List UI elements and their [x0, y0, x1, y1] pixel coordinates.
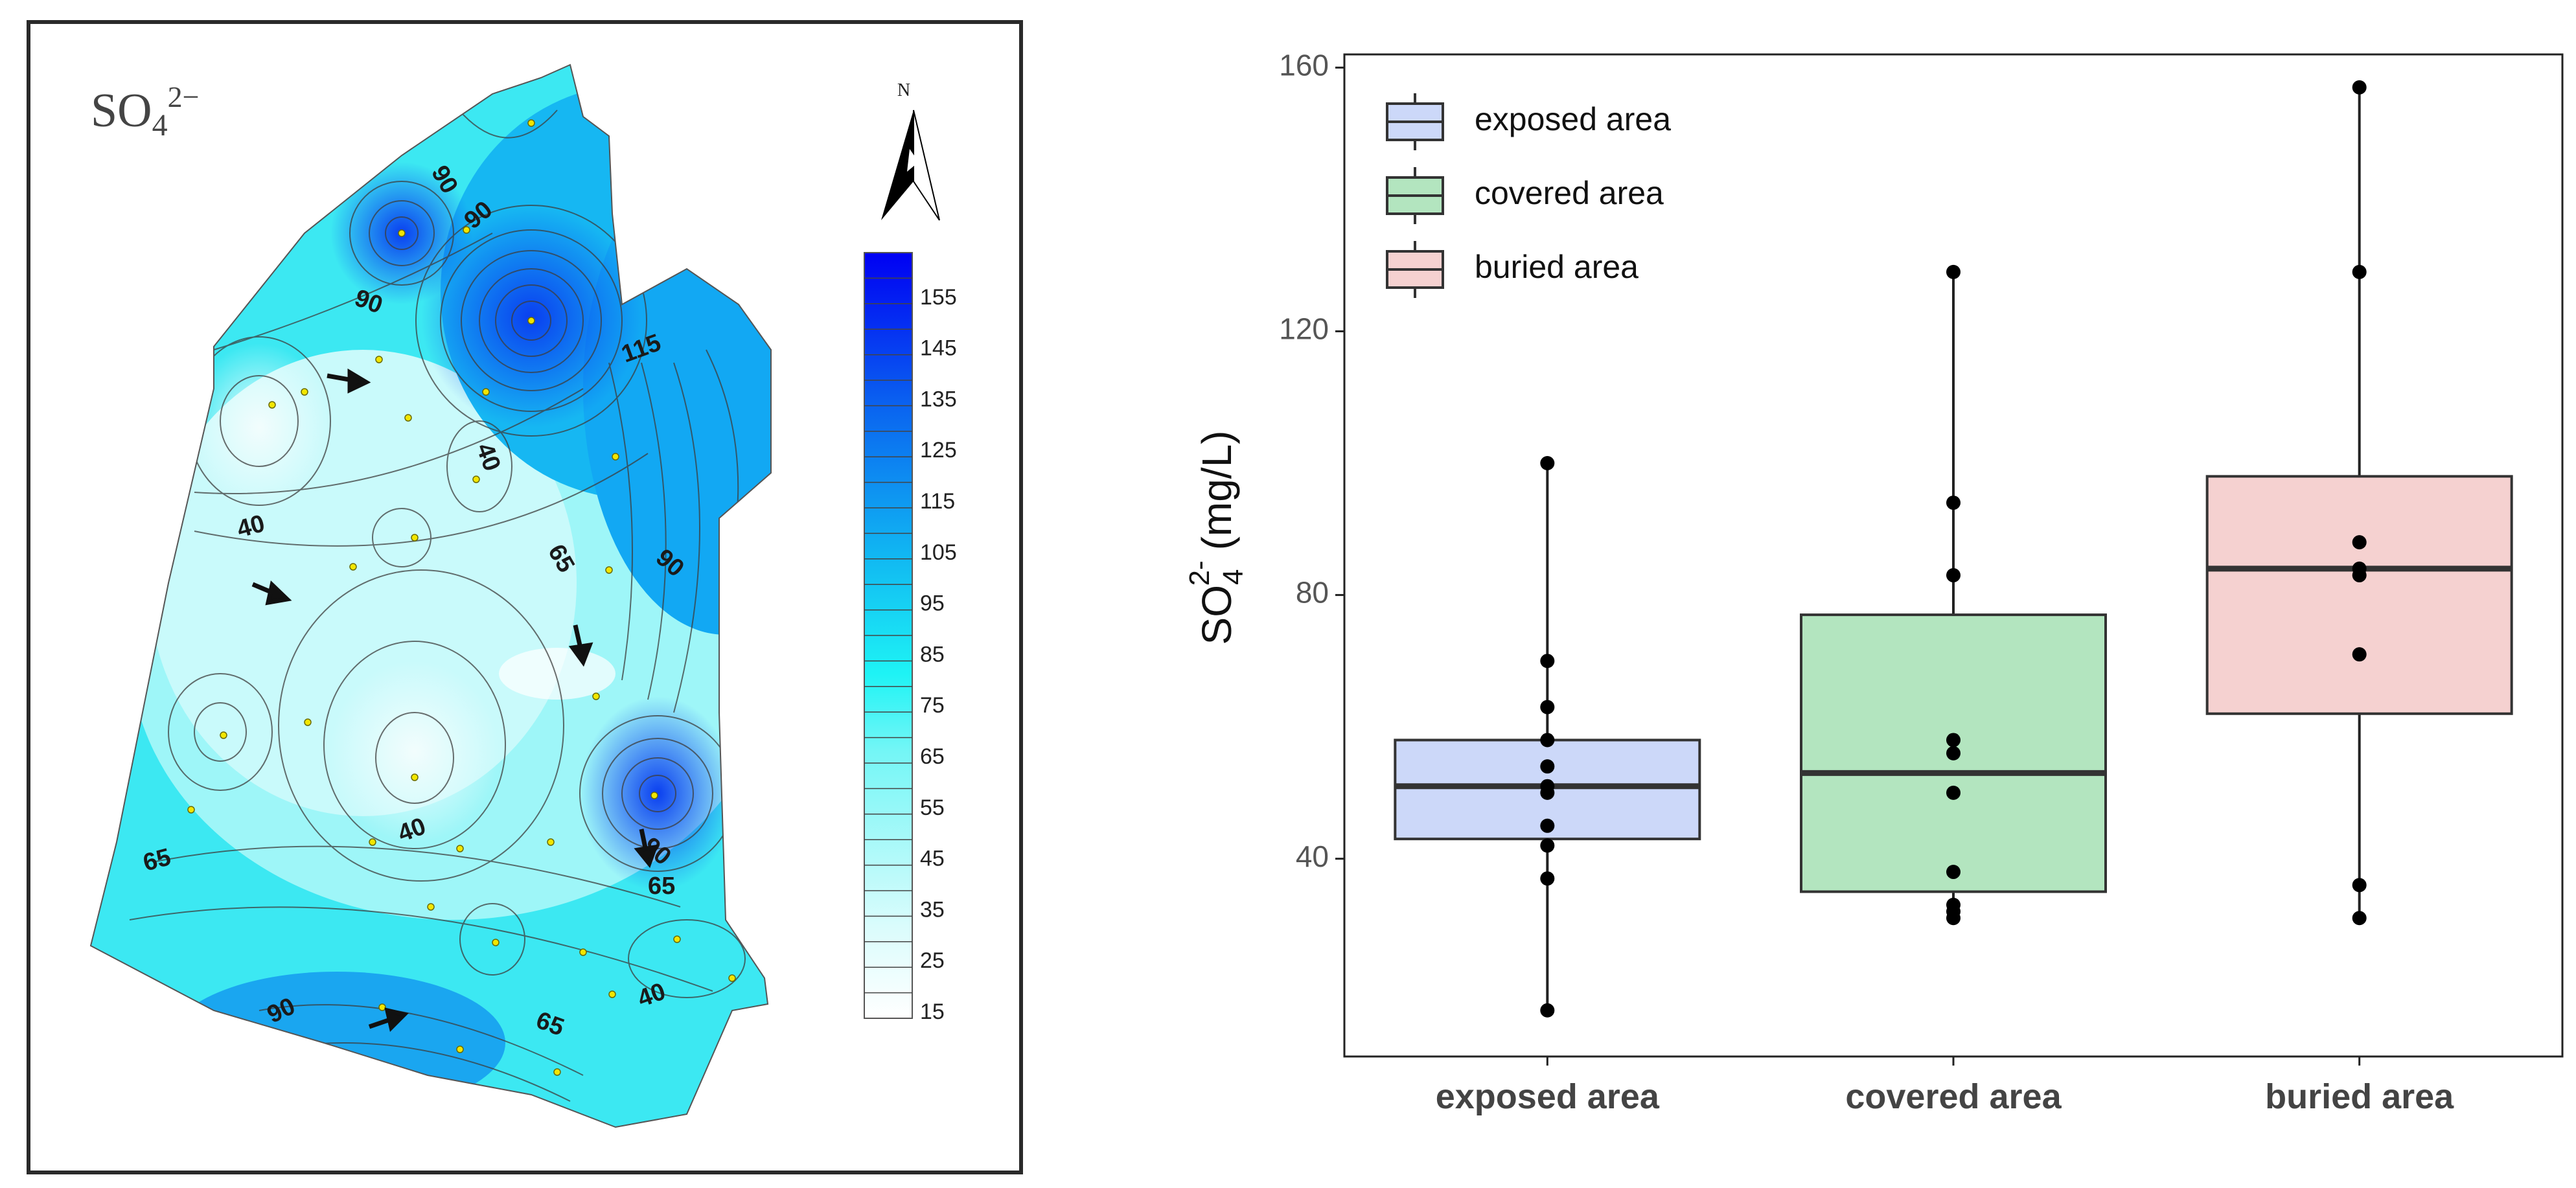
data-point [1540, 818, 1555, 833]
svg-text:SO42-(mg/L): SO42-(mg/L) [1184, 431, 1249, 645]
legend-label: covered area [1475, 175, 1664, 211]
contour-map-panel: SO42− [0, 0, 1037, 1185]
box-buried-area [2205, 80, 2513, 926]
colorbar-tick-label: 105 [920, 540, 957, 565]
north-label: N [897, 80, 910, 100]
data-point [1946, 785, 1961, 800]
y-tick-label: 40 [1296, 840, 1329, 873]
data-point [2352, 647, 2367, 662]
y-tick-label: 160 [1279, 49, 1329, 82]
y-tick-label: 80 [1296, 576, 1329, 610]
data-point [1540, 456, 1555, 471]
colorbar-tick-label: 15 [920, 1000, 945, 1024]
map-title: SO42− [91, 80, 200, 143]
data-point [1946, 568, 1961, 583]
data-point [1946, 865, 1961, 880]
colorbar-tick-label: 85 [920, 642, 945, 667]
legend-item: exposed area [1386, 93, 1671, 150]
x-tick-label: exposed area [1436, 1077, 1660, 1116]
data-point [1946, 496, 1961, 510]
legend: exposed area covered area buried area [1386, 93, 1671, 298]
contour-label: 65 [648, 873, 675, 900]
colorbar-tick-label: 115 [920, 489, 955, 514]
colorbar-tick-label: 95 [920, 591, 945, 616]
colorbar-tick-label: 55 [920, 795, 945, 820]
data-point [2352, 535, 2367, 550]
colorbar-tick-label: 35 [920, 897, 945, 922]
data-point [1540, 759, 1555, 774]
colorbar-tick-label: 155 [920, 285, 957, 310]
legend-label: buried area [1475, 249, 1639, 285]
data-point [2352, 561, 2367, 576]
y-axis-label: SO42-(mg/L) [1184, 431, 1249, 645]
map-outline [89, 63, 772, 1128]
y-axis: 40 80 120 160 [1279, 49, 1344, 873]
colorbar-tick-label: 125 [920, 438, 957, 463]
data-point [1946, 897, 1961, 912]
contour-map: SO42− [27, 20, 1023, 1174]
colorbar-tick-label: 45 [920, 847, 945, 871]
data-point [1540, 871, 1555, 886]
flow-arrows [251, 368, 659, 1032]
boxplot-panel: SO42-(mg/L) 40 80 120 160 exposed area cover… [1037, 0, 2576, 1185]
box-body [2205, 475, 2513, 715]
data-point [1540, 700, 1555, 714]
data-point [2352, 878, 2367, 893]
legend-label: exposed area [1475, 101, 1671, 137]
data-point [1946, 264, 1961, 279]
box-series [1394, 80, 2513, 1018]
data-point [1540, 733, 1555, 748]
colorbar: 155 145 135 125 115 105 95 85 75 65 55 45 35 25 15 [864, 252, 957, 1024]
boxplot-chart: SO42-(mg/L) 40 80 120 160 exposed area cover… [1184, 49, 2564, 1116]
box-exposed-area [1394, 456, 1701, 1018]
data-point [1540, 838, 1555, 853]
data-point [2352, 264, 2367, 279]
colorbar-tick-label: 25 [920, 948, 945, 973]
data-point [1946, 746, 1961, 760]
legend-item: covered area [1386, 167, 1664, 224]
data-point [1540, 654, 1555, 668]
x-axis: exposed area covered area buried area [1436, 1057, 2454, 1116]
data-point [2352, 80, 2367, 95]
data-point [2352, 911, 2367, 926]
data-point [1540, 1003, 1555, 1018]
sample-points [187, 119, 736, 1076]
box-covered-area [1800, 264, 2107, 926]
y-tick-label: 120 [1279, 312, 1329, 346]
colorbar-tick-label: 145 [920, 336, 957, 361]
north-arrow-icon: N [881, 80, 940, 221]
data-point [1540, 779, 1555, 794]
colorbar-tick-label: 75 [920, 693, 945, 718]
legend-item: buried area [1386, 241, 1639, 298]
data-point [1946, 733, 1961, 748]
colorbar-tick-label: 135 [920, 387, 957, 411]
x-tick-label: buried area [2265, 1077, 2454, 1116]
colorbar-tick-label: 65 [920, 744, 945, 769]
x-tick-label: covered area [1845, 1077, 2062, 1116]
